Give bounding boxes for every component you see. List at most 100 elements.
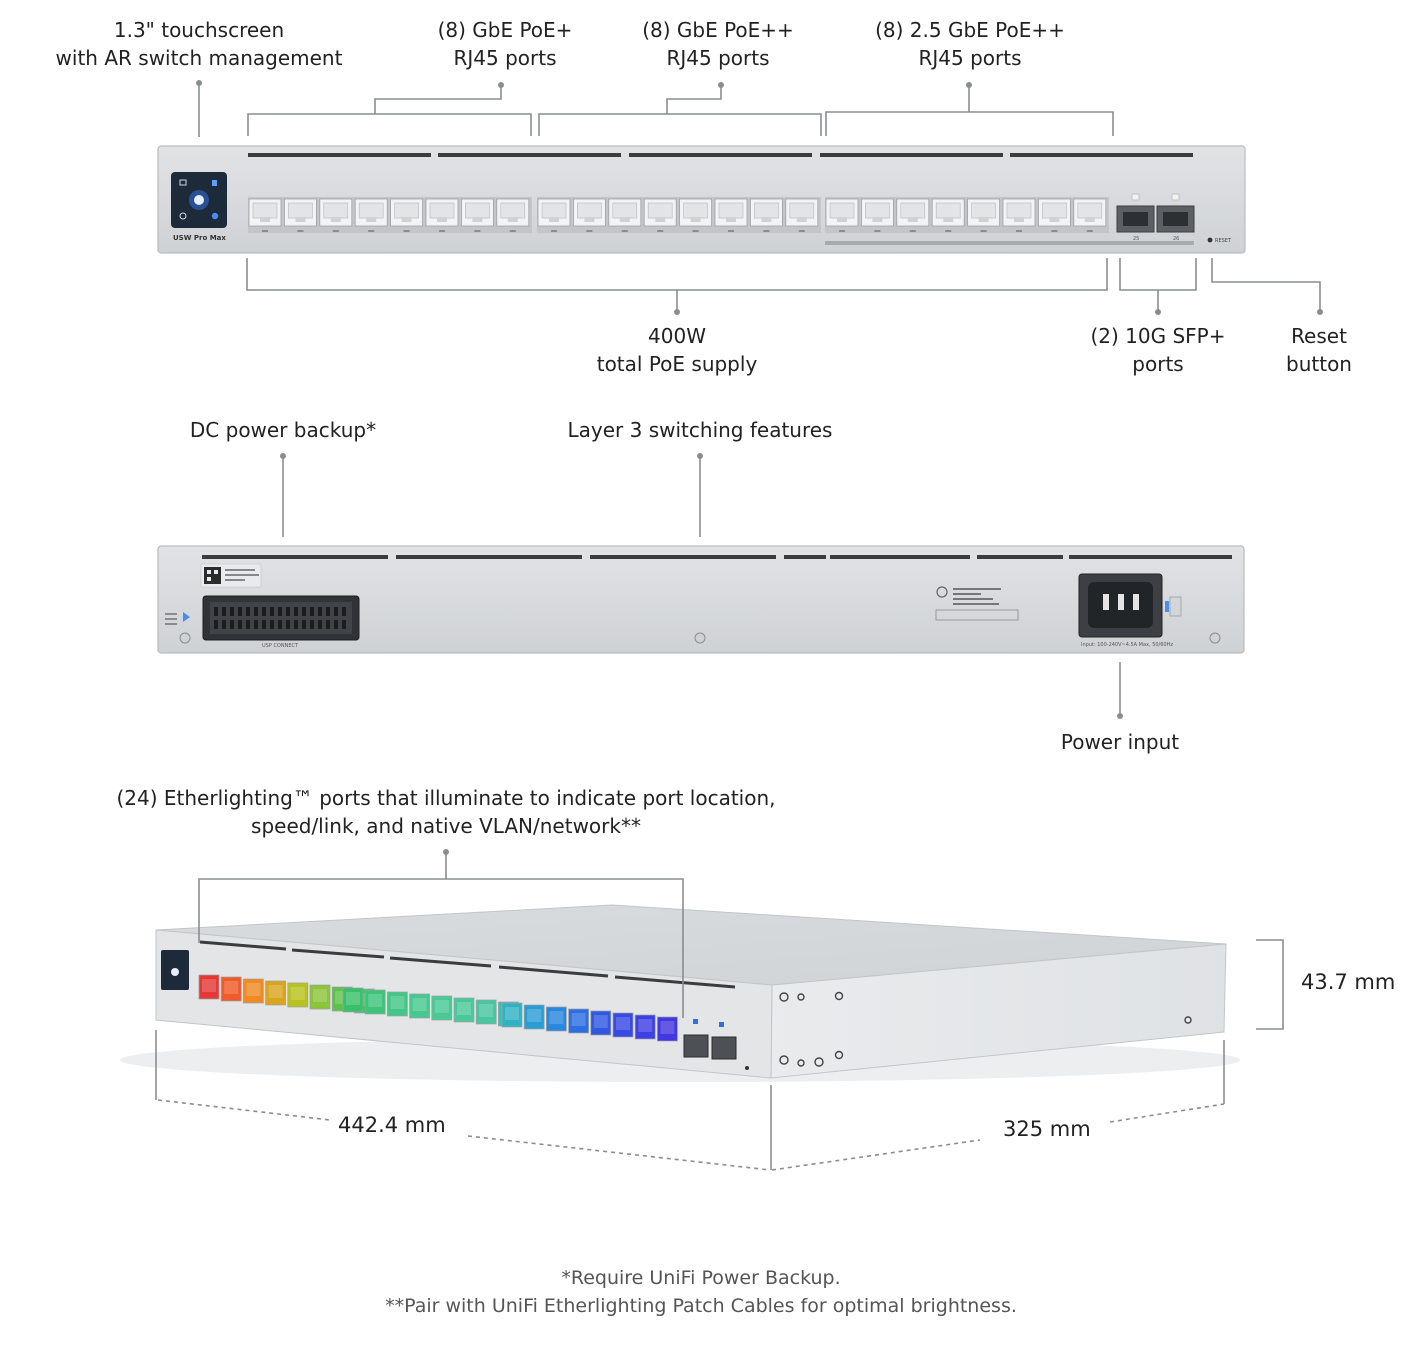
sfp-cage: 25 26 — [1116, 193, 1195, 245]
width-dimension: 442.4 mm — [338, 1113, 446, 1137]
reset-label: RESET — [1215, 238, 1232, 244]
connector-pin — [286, 607, 290, 616]
poe-supply-callout: 400W total PoE supply — [597, 322, 758, 378]
input-rating-label: Input: 100-240V~4.5A Max, 50/60Hz — [1081, 642, 1173, 648]
power-inlet: Input: 100-240V~4.5A Max, 50/60Hz — [1078, 573, 1182, 648]
layer3-callout: Layer 3 switching features — [567, 418, 833, 442]
connector-pin — [230, 620, 234, 629]
etherlight-port-11 — [387, 991, 408, 1017]
port-number-mark — [368, 230, 375, 232]
etherlight-port-24 — [657, 1016, 678, 1042]
port-number-mark — [297, 230, 304, 232]
port-number-mark — [621, 230, 628, 232]
rj45-port-23 — [1038, 198, 1071, 232]
connector-pin — [286, 620, 290, 629]
dc-backup-callout: DC power backup* — [189, 418, 377, 442]
touchscreen-callout-line1: 1.3" touchscreen — [113, 18, 285, 42]
port-number-mark — [474, 230, 481, 232]
port-number-mark — [839, 230, 845, 232]
touchscreen-callout-line2: with AR switch management — [55, 46, 343, 70]
connector-pin — [334, 607, 338, 616]
port-number-mark — [509, 230, 516, 232]
connector-pin — [238, 607, 242, 616]
model-label: USW Pro Max — [173, 234, 226, 242]
etherlight-port-6 — [309, 984, 331, 1010]
etherlight-port-1 — [198, 974, 220, 1000]
port-number-mark — [403, 230, 410, 232]
iso-etherlight-ports — [198, 974, 678, 1042]
rj45-port-9 — [537, 198, 571, 232]
etherlight-port-10 — [364, 989, 386, 1015]
connector-pin — [310, 607, 314, 616]
etherlight-port-3 — [243, 978, 264, 1004]
connector-pin — [302, 620, 306, 629]
rj45-port-24 — [1073, 198, 1107, 232]
qr-code — [204, 567, 221, 584]
rj45-port-10 — [573, 198, 606, 232]
port-number-mark — [439, 230, 445, 232]
etherlight-port-19 — [546, 1006, 567, 1032]
rear-leaders — [279, 452, 1124, 719]
connector-pin — [342, 607, 346, 616]
reset-callout: Reset button — [1286, 322, 1352, 378]
etherlight-port-12 — [409, 993, 430, 1019]
connector-pin — [326, 620, 330, 629]
touchscreen-display — [171, 172, 227, 228]
footnote-power-backup: *Require UniFi Power Backup. — [561, 1267, 841, 1289]
connector-pin — [246, 607, 250, 616]
port-number-mark — [262, 230, 268, 232]
connector-pin — [294, 607, 298, 616]
rj45-port-5 — [390, 198, 424, 232]
connector-pin — [342, 620, 346, 629]
connector-pin — [318, 607, 322, 616]
poe-plus-callout-line2: RJ45 ports — [453, 46, 557, 70]
etherlight-port-2 — [220, 976, 242, 1002]
rj45-port-16 — [785, 198, 819, 232]
etherlight-port-4 — [265, 980, 286, 1006]
rear-chassis — [157, 545, 1245, 654]
reset-button — [1207, 237, 1213, 243]
rj45-port-6 — [425, 198, 459, 232]
sfp-port-25-label: 25 — [1133, 236, 1139, 242]
rj45-port-7 — [460, 198, 494, 232]
connector-pins — [214, 607, 346, 629]
port-number-mark — [1051, 230, 1058, 232]
port-number-mark — [874, 230, 881, 232]
poe-supply-callout-line1: 400W — [648, 324, 706, 348]
dc-power-connector: USP CONNECT — [202, 595, 360, 649]
etherlight-port-15 — [475, 999, 497, 1025]
port-number-mark — [980, 230, 987, 232]
touchscreen-callout: 1.3" touchscreen with AR switch manageme… — [56, 16, 343, 72]
rj45-port-20 — [931, 198, 965, 232]
etherlighting-callout-line1: (24) Etherlighting™ ports that illuminat… — [116, 786, 776, 810]
connector-pin — [310, 620, 314, 629]
rj45-port-2 — [283, 198, 317, 232]
rear-screw-center — [694, 632, 706, 644]
rj45-port-12 — [643, 198, 677, 232]
rj45-port-15 — [750, 198, 783, 232]
connector-pin — [334, 620, 338, 629]
connector-pin — [222, 607, 226, 616]
iso-dimension-dashes — [157, 1099, 1225, 1171]
rj45-port-22 — [1002, 198, 1036, 232]
connector-pin — [214, 607, 218, 616]
height-dimension: 43.7 mm — [1301, 970, 1396, 994]
connector-pin — [270, 607, 274, 616]
etherlight-port-17 — [501, 1002, 523, 1028]
poe-plusplus-callout-line2: RJ45 ports — [666, 46, 770, 70]
poe-plusplus-callout: (8) GbE PoE++ RJ45 ports — [642, 16, 794, 72]
port-number-mark — [909, 230, 916, 232]
connector-pin — [326, 607, 330, 616]
front-view: USW Pro Max 25 26 RESET — [157, 80, 1324, 315]
etherlight-port-18 — [523, 1004, 545, 1030]
rear-screw-left — [179, 632, 191, 644]
rj45-port-1 — [248, 198, 282, 232]
port-number-mark — [798, 230, 805, 232]
rj45-port-21 — [967, 198, 1000, 232]
poe-2-5-callout: (8) 2.5 GbE PoE++ RJ45 ports — [875, 16, 1065, 72]
rj45-port-8 — [496, 198, 530, 232]
rj45-port-4 — [354, 198, 388, 232]
etherlighting-callout-line2: speed/link, and native VLAN/network** — [251, 814, 641, 838]
connector-pin — [270, 620, 274, 629]
sfp-callout-line1: (2) 10G SFP+ — [1090, 324, 1226, 348]
